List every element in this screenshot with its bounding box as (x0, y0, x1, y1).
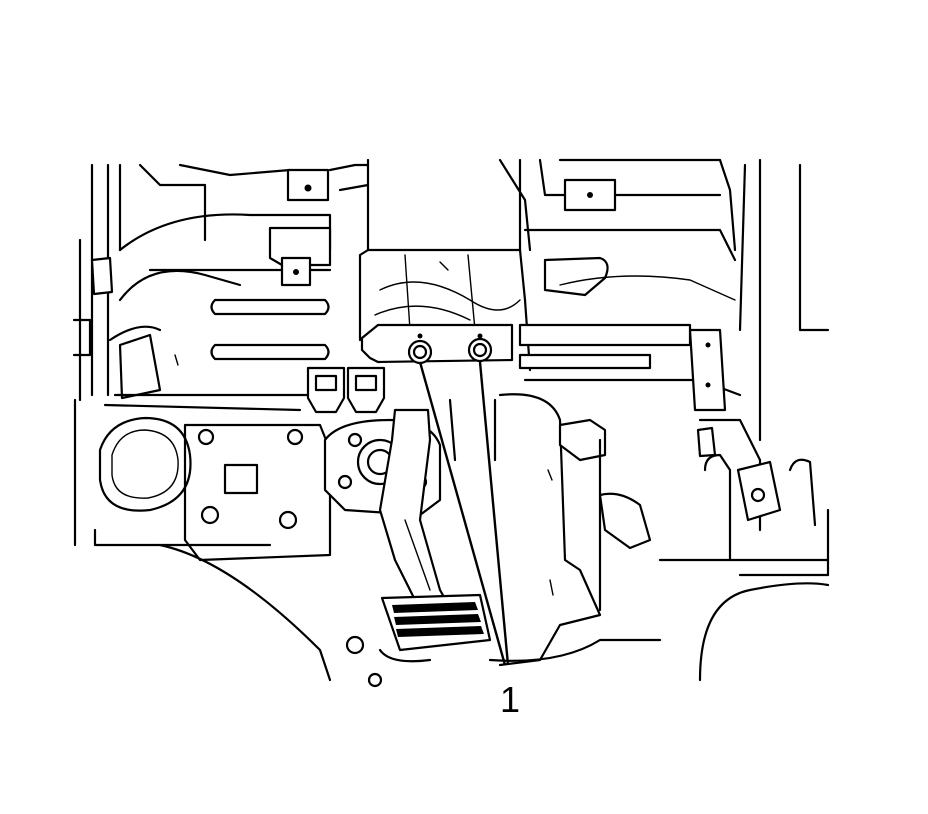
callout-1: 1 (418, 361, 520, 720)
brake-pedal (378, 408, 492, 652)
pedal-bracket (360, 323, 514, 365)
lower-floor-outline (158, 543, 662, 688)
steering-column-housing (358, 158, 532, 372)
center-floor-channel (448, 393, 652, 667)
right-lower-panel (658, 418, 830, 682)
callout-leader-right (478, 361, 510, 666)
upper-left-dash-panel (72, 163, 370, 402)
callout-label: 1 (500, 679, 520, 720)
callout-leader-left (418, 361, 507, 666)
connectors (306, 366, 386, 414)
firewall-plate (73, 398, 332, 562)
left-floor-pan (103, 226, 332, 412)
right-upper-panel (518, 158, 830, 442)
